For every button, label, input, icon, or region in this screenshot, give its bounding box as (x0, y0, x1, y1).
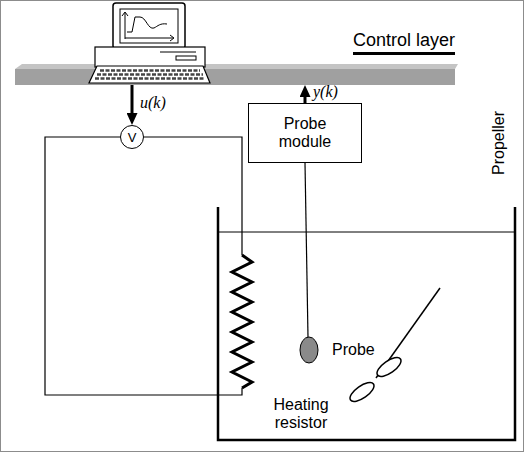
signal-name: y(k) (313, 83, 338, 101)
keyboard-keys (95, 77, 205, 80)
control-layer-band: Control layer (15, 28, 455, 85)
probe-label: Probe (332, 341, 375, 359)
propeller-blade (374, 354, 404, 380)
probe-module-box: Probe module (248, 103, 362, 163)
drive-bay (176, 56, 196, 60)
keyboard-keys (100, 69, 200, 72)
water-surface (218, 232, 515, 233)
propeller-blade (347, 379, 377, 405)
wire (144, 137, 242, 255)
shelf-top (15, 64, 458, 69)
drive-slot (160, 52, 196, 53)
signal-arrow (304, 93, 307, 103)
probe-sensor (300, 337, 318, 363)
probe-cable (305, 163, 308, 337)
graph-curve (127, 17, 167, 32)
monitor (113, 3, 185, 49)
computer-case (95, 47, 205, 67)
wire (45, 137, 242, 395)
node-text: Control layer (353, 30, 455, 55)
tank (218, 207, 515, 440)
node-text: V (128, 131, 137, 144)
propeller-label: Propeller (490, 111, 508, 175)
node-text: Probe module (274, 115, 336, 152)
keyboard (89, 66, 210, 83)
signal-name: u(k) (140, 94, 166, 112)
shelf-bar (15, 69, 455, 85)
monitor-screen (120, 9, 178, 43)
voltage-source: V (120, 125, 144, 149)
resistor-symbol (232, 255, 252, 388)
keyboard-keys (97, 73, 203, 76)
signal-arrow (131, 85, 134, 117)
resistor-label: Heating resistor (262, 396, 340, 433)
graph-axes (122, 12, 174, 41)
